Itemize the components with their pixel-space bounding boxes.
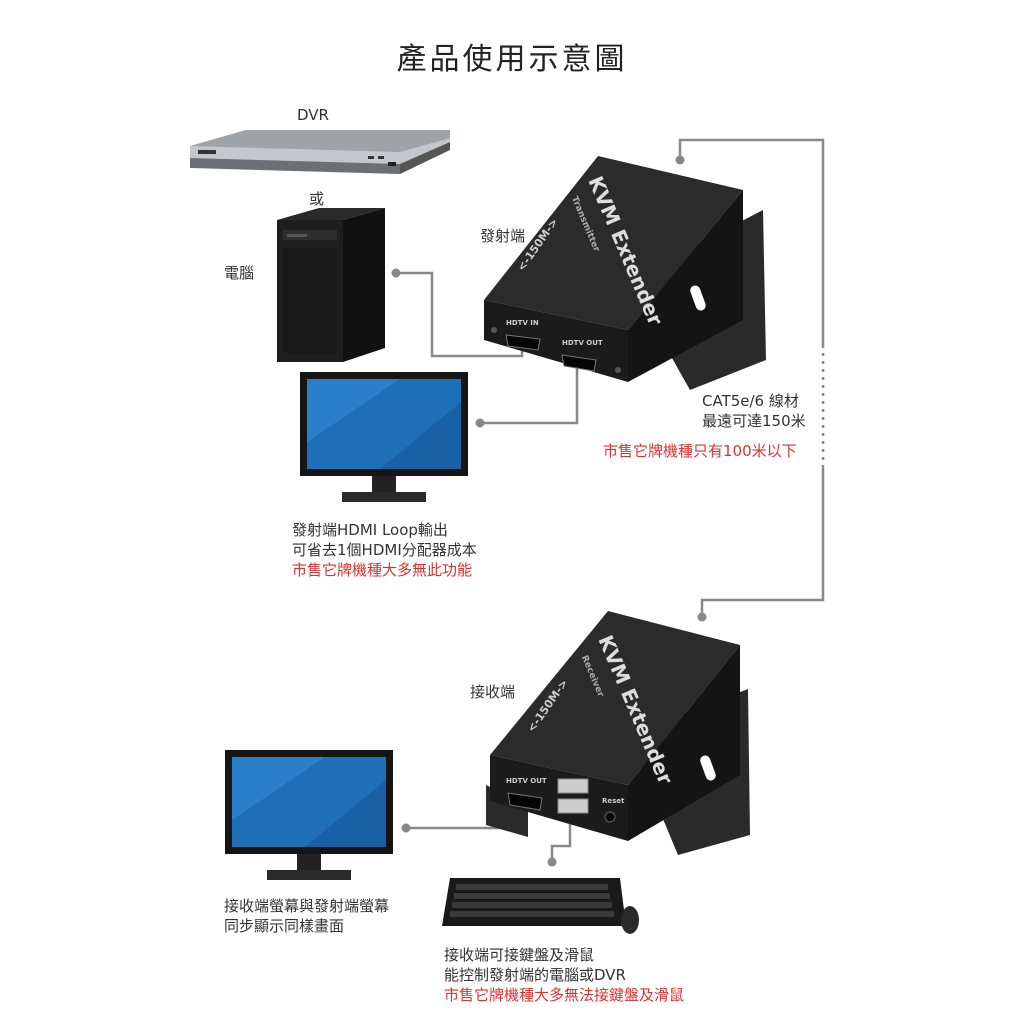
keyboard-note-line-1: 接收端可接鍵盤及滑鼠	[444, 946, 595, 964]
cable-note-line-2: 最遠可達150米	[702, 412, 806, 430]
loop-note-line-1: 發射端HDMI Loop輸出	[292, 521, 448, 539]
loop-note: 發射端HDMI Loop輸出 可省去1個HDMI分配器成本 市售它牌機種大多無此…	[292, 520, 477, 580]
reset-button	[604, 811, 616, 823]
reset-label: Reset	[602, 797, 625, 805]
cable-note: CAT5e/6 線材 最遠可達150米	[702, 391, 806, 431]
receiver-device: KVM Extender Receiver <-150M-> HDTV OUT …	[486, 611, 750, 855]
dvr-device	[190, 130, 450, 174]
receiver-monitor-note: 接收端螢幕與發射端螢幕 同步顯示同樣畫面	[224, 896, 389, 936]
page-title: 產品使用示意圖	[396, 42, 628, 77]
keyboard-note: 接收端可接鍵盤及滑鼠 能控制發射端的電腦或DVR 市售它牌機種大多無法接鍵盤及滑…	[444, 945, 684, 1005]
usb-port-2	[557, 798, 589, 814]
receiver-monitor-note-line-1: 接收端螢幕與發射端螢幕	[224, 897, 390, 915]
receiver-port-out-label: HDTV OUT	[506, 777, 547, 785]
pc-label: 電腦	[224, 264, 255, 282]
pc-tower	[277, 208, 385, 362]
usb-port-1	[557, 778, 589, 794]
keyboard-note-red: 市售它牌機種大多無法接鍵盤及滑鼠	[444, 986, 685, 1004]
cable-note-red: 市售它牌機種只有100米以下	[603, 442, 797, 460]
mouse	[621, 906, 639, 934]
transmitter-device: KVM Extender Transmitter <-150M-> HDTV I…	[484, 156, 766, 390]
transmitter-port-in-label: HDTV IN	[506, 319, 539, 327]
loop-note-red: 市售它牌機種大多無此功能	[292, 561, 473, 579]
receiver-monitor	[225, 750, 393, 880]
receiver-monitor-note-line-2: 同步顯示同樣畫面	[224, 917, 345, 935]
transmitter-monitor	[300, 372, 468, 502]
or-label: 或	[309, 190, 325, 208]
keyboard-and-mouse	[442, 878, 639, 934]
hdmi-in-port	[505, 334, 541, 351]
loop-note-line-2: 可省去1個HDMI分配器成本	[292, 541, 477, 559]
keyboard-note-line-2: 能控制發射端的電腦或DVR	[444, 966, 626, 984]
transmitter-port-out-label: HDTV OUT	[562, 339, 603, 347]
receiver-hdmi-out-port	[507, 792, 543, 811]
hdmi-out-port	[561, 354, 597, 372]
transmitter-label: 發射端	[480, 227, 526, 245]
dvr-label: DVR	[297, 106, 329, 124]
cable-note-line-1: CAT5e/6 線材	[702, 392, 799, 410]
receiver-label: 接收端	[470, 683, 516, 701]
